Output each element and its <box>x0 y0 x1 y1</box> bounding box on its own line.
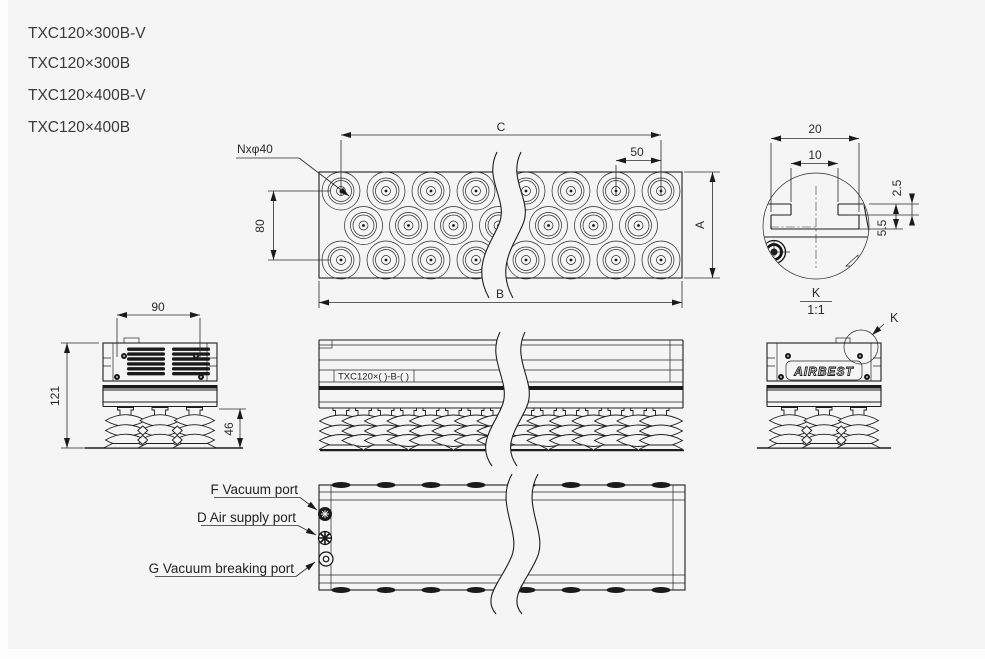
dim-80-label: 80 <box>253 219 267 233</box>
break-line <box>516 473 541 615</box>
model-list: TXC120×300B-V TXC120×300B TXC120×400B-V … <box>28 25 146 136</box>
detail-k-view: 20 10 2.5 5.5 K 1:1 <box>762 122 919 317</box>
bellows-cups <box>767 407 881 449</box>
model-name: TXC120×300B-V <box>28 25 146 42</box>
port-g-callout: G Vacuum breaking port <box>149 561 316 577</box>
break-line <box>510 331 530 467</box>
dim-20: 20 <box>770 122 860 212</box>
dim-5-5: 5.5 <box>859 204 903 236</box>
detail-k-callout: K <box>843 311 899 365</box>
fitting-stack <box>127 347 210 376</box>
port-g-label: G Vacuum breaking port <box>149 561 295 576</box>
page-edge-bottom <box>0 649 985 659</box>
dim-c-label: C <box>497 120 506 134</box>
model-name: TXC120×400B-V <box>28 87 146 104</box>
front-view: TXC120×( )-B-( ) <box>318 331 684 467</box>
screw-icon <box>778 374 784 380</box>
logo-badge <box>785 360 863 381</box>
detail-k-name: K <box>812 286 821 300</box>
port-f-callout: F Vacuum port <box>210 482 318 511</box>
dim-121: 121 <box>48 342 99 449</box>
dim-a-label: A <box>693 221 707 229</box>
dim-c: C <box>340 120 662 196</box>
right-end-view: AIRBEST K <box>757 311 899 449</box>
break-line <box>505 151 526 299</box>
dim-b-label: B <box>496 287 504 301</box>
screw-icon <box>114 374 120 380</box>
dim-10-label: 10 <box>808 148 822 162</box>
hole-callout-label: Nxφ40 <box>237 142 273 156</box>
plan-view: C 50 Nxφ40 80 A B <box>236 120 720 308</box>
detail-k-title: K 1:1 <box>800 286 832 317</box>
dim-46-label: 46 <box>222 422 236 436</box>
break-band <box>481 152 526 298</box>
bottom-view: F Vacuum port D Air supply port G Vacuum… <box>149 473 686 615</box>
bellows-cups <box>103 407 217 449</box>
screw-icon <box>193 353 199 359</box>
port-d-callout: D Air supply port <box>197 510 317 536</box>
dim-90-label: 90 <box>151 300 165 314</box>
break-band <box>490 474 540 614</box>
port-f-label: F Vacuum port <box>210 482 298 497</box>
break-band <box>485 332 530 466</box>
screw-icon <box>121 353 127 359</box>
screw-icon <box>864 374 870 380</box>
hole-callout: Nxφ40 <box>236 142 350 197</box>
model-name: TXC120×400B <box>28 119 130 136</box>
brand-logo: AIRBEST <box>793 365 854 379</box>
dim-50: 50 <box>615 145 661 196</box>
dim-20-label: 20 <box>808 122 822 136</box>
break-line <box>485 331 505 467</box>
dim-90: 90 <box>116 300 201 357</box>
screw-icon <box>785 353 791 359</box>
vacuum-port-f-icon <box>318 507 332 521</box>
break-line <box>490 473 515 615</box>
page-edge-left <box>0 0 8 659</box>
model-name: TXC120×300B <box>28 55 130 72</box>
left-end-view: 90 121 46 <box>48 300 246 449</box>
dim-a: A <box>684 171 720 279</box>
dim-10: 10 <box>790 148 839 202</box>
dim-2-5-label: 2.5 <box>890 179 904 196</box>
detail-k-callout-label: K <box>890 311 899 325</box>
dim-2-5: 2.5 <box>849 179 919 226</box>
screw-icon <box>857 353 863 359</box>
dim-b: B <box>318 281 683 308</box>
body-model-label: TXC120×( )-B-( ) <box>338 372 409 383</box>
air-supply-port-d-icon <box>317 530 333 546</box>
break-line <box>481 151 502 299</box>
vacuum-breaking-port-g-icon <box>318 551 334 567</box>
dim-50-label: 50 <box>630 145 644 159</box>
port-d-label: D Air supply port <box>197 510 296 525</box>
detail-k-scale: 1:1 <box>807 303 824 317</box>
screw-icon <box>198 374 204 380</box>
dim-121-label: 121 <box>48 386 62 406</box>
dim-5-5-label: 5.5 <box>875 219 889 236</box>
dim-46: 46 <box>219 408 246 448</box>
dim-80: 80 <box>253 190 330 261</box>
